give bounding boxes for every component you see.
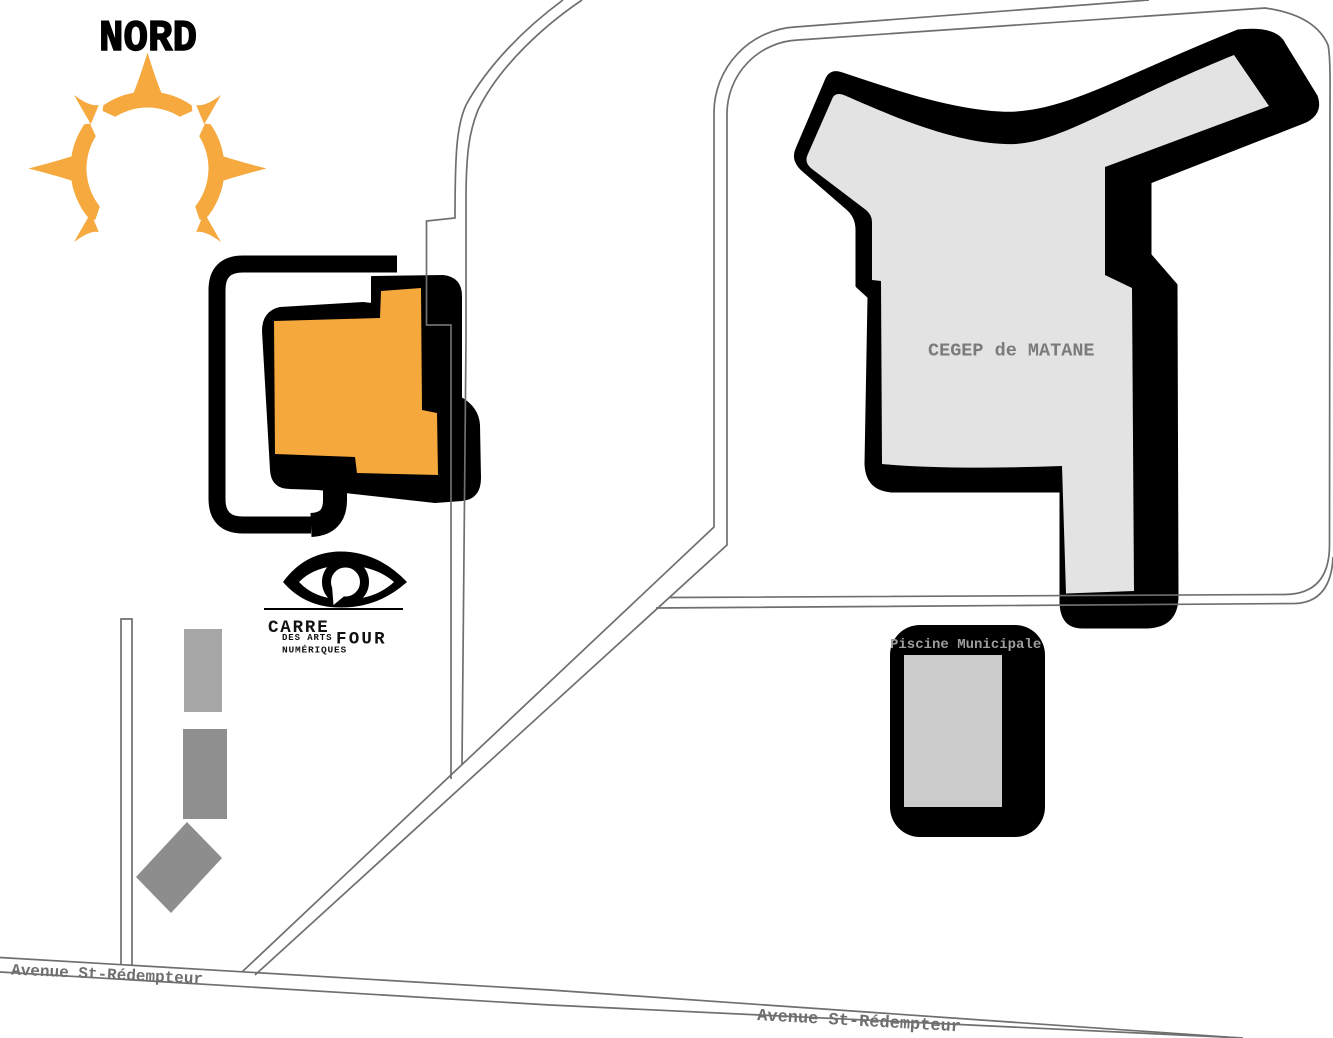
svg-text:CARRE: CARRE	[268, 618, 330, 638]
svg-text:FOUR: FOUR	[336, 630, 387, 650]
svg-text:NORD: NORD	[99, 14, 197, 64]
svg-text:Piscine Municipale: Piscine Municipale	[890, 637, 1041, 653]
svg-text:CEGEP de MATANE: CEGEP de MATANE	[928, 341, 1095, 362]
svg-text:NUMÉRIQUES: NUMÉRIQUES	[282, 645, 347, 656]
svg-text:DES ARTS: DES ARTS	[282, 633, 332, 643]
